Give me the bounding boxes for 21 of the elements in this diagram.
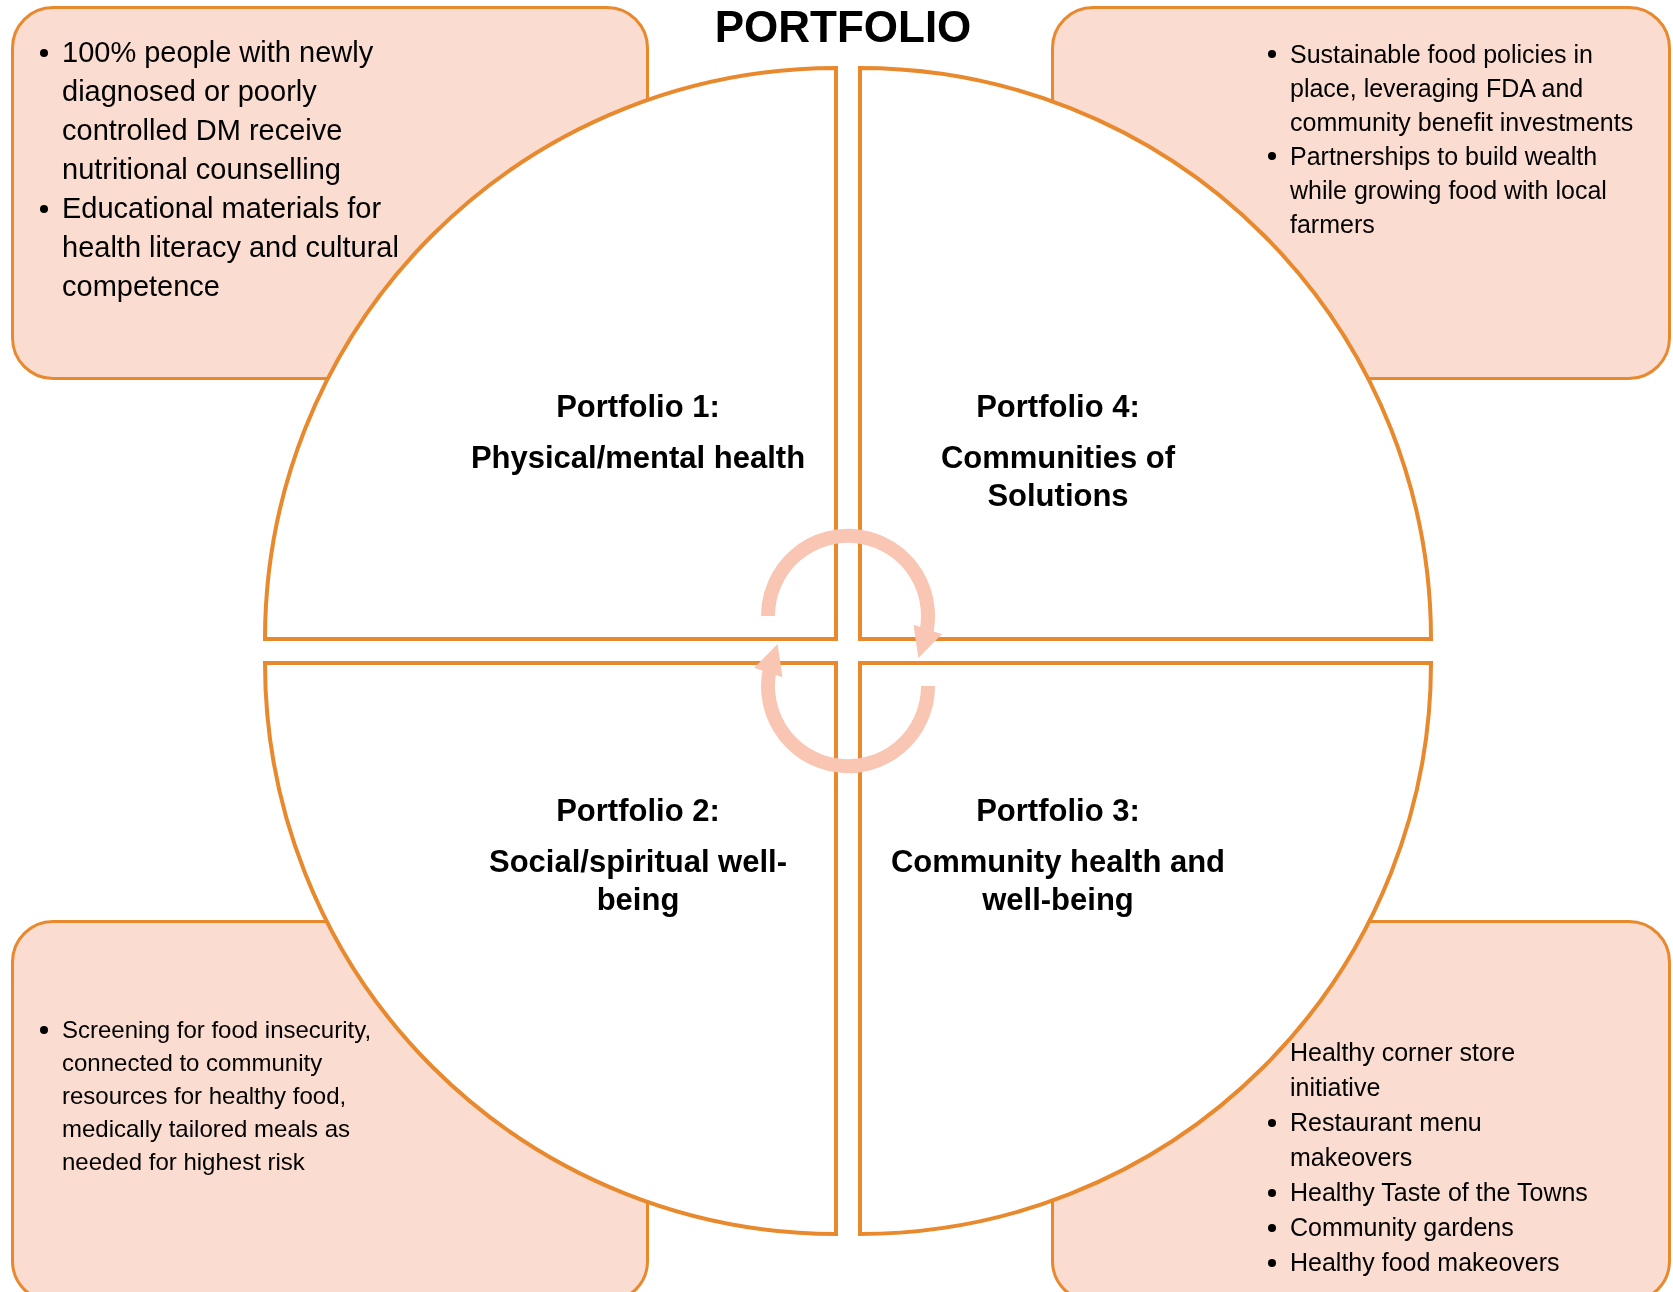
quadrant-title: Social/spiritual well-being [488,843,788,919]
quadrant-heading: Portfolio 3: [975,793,1141,829]
bullet-text: Educational materials for health literacy and cultural competence [62,192,399,302]
quadrant-title: Communities of Solutions [939,439,1177,515]
quadrant-heading: Portfolio 4: [975,389,1141,425]
quadrant-title: Physical/mental health [469,439,807,477]
bullet-text: Partnerships to build wealth while growing food with local farmers [1290,142,1607,238]
bullet-text: Sustainable food policies in place, leveraging FDA and community benefit investments [1290,40,1634,136]
quadrant-heading: Portfolio 2: [555,793,721,829]
bullet-text: 100% people with newly diagnosed or poorly controlled DM receive nutritional counselling [62,36,374,185]
quadrant-title: Community health and well-being [889,843,1227,919]
cycle-arrow [754,643,935,774]
bullet-text: Community gardens [1290,1213,1514,1241]
bullet-text: Healthy Taste of the Towns [1290,1178,1588,1206]
diagram-title: PORTFOLIO [713,2,973,52]
cycle-arrow [761,528,942,659]
bullet-text: Healthy food makeovers [1290,1248,1560,1276]
bullet-text: Screening for food insecurity, connected to community resources for healthy food, medically tailored meals as needed for highest risk [62,1016,372,1175]
bullet-text: Restaurant menu makeovers [1290,1108,1482,1171]
bullet-text: Healthy corner store initiative [1290,1038,1516,1101]
quadrant-heading: Portfolio 1: [555,389,721,425]
